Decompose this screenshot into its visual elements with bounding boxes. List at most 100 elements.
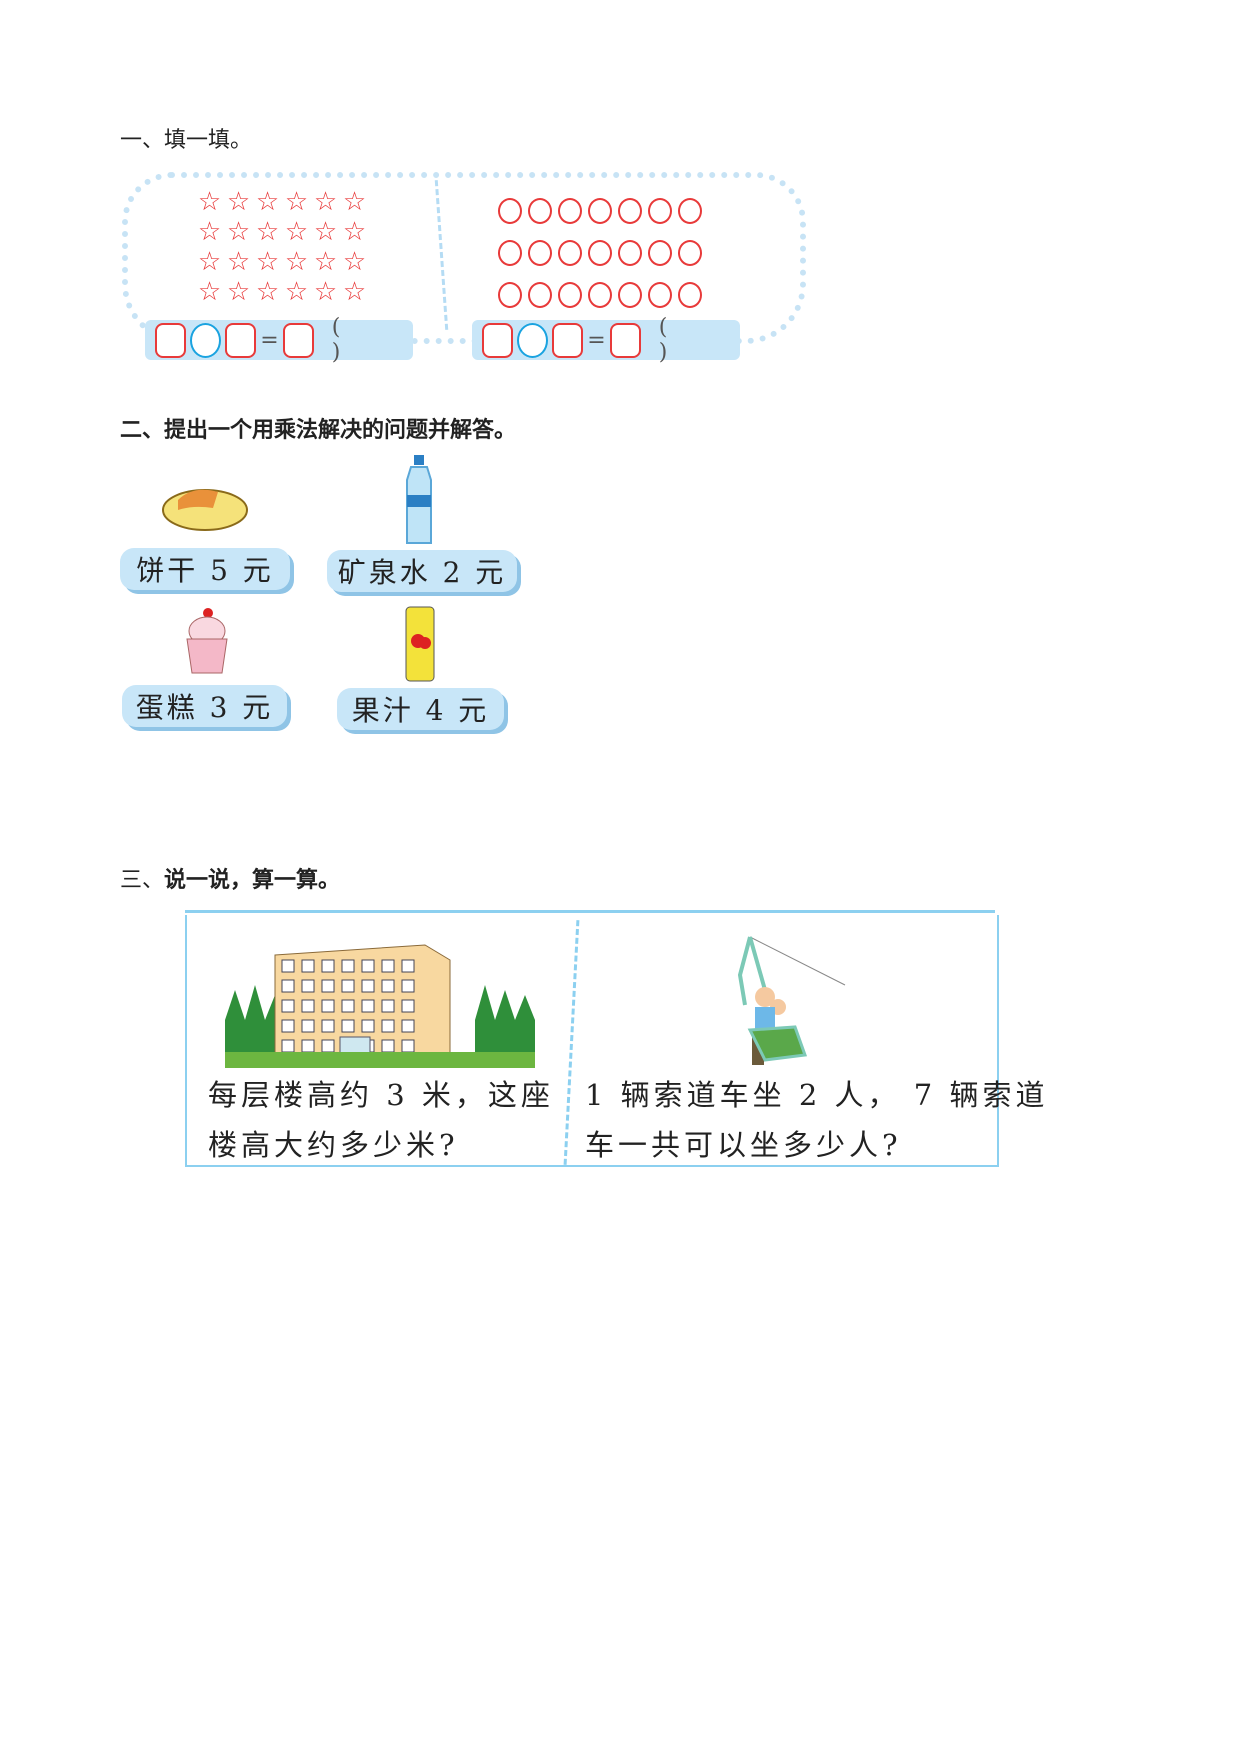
window xyxy=(401,979,415,993)
circle-icon xyxy=(498,240,522,266)
answer-box[interactable] xyxy=(282,322,314,358)
circle-icon xyxy=(588,240,612,266)
answer-box[interactable] xyxy=(609,322,641,358)
window xyxy=(341,979,355,993)
question-building: 每层楼高约 3 米，这座 楼高大约多少米? xyxy=(208,1070,554,1170)
circle-icon xyxy=(648,240,672,266)
answer-box[interactable] xyxy=(225,322,257,358)
equals-sign: = xyxy=(260,327,279,353)
window xyxy=(281,1019,295,1033)
cable-car-icon xyxy=(737,936,846,1065)
window xyxy=(381,1039,395,1053)
window xyxy=(381,959,395,973)
circle-icon xyxy=(618,282,642,308)
window xyxy=(281,1039,295,1053)
equals-sign: = xyxy=(587,327,606,353)
section3-heading: 三、说一说，算一算。 xyxy=(120,862,340,894)
star-icon: ☆ xyxy=(313,277,338,307)
window xyxy=(341,959,355,973)
star-icon: ☆ xyxy=(197,277,222,307)
star-icon: ☆ xyxy=(313,247,338,277)
window xyxy=(301,1019,315,1033)
cupcake-icon xyxy=(186,608,228,674)
answer-box[interactable] xyxy=(155,322,187,358)
star-icon: ☆ xyxy=(226,187,251,217)
equation-left: = ( ) xyxy=(145,315,413,365)
circle-icon xyxy=(558,282,582,308)
window xyxy=(321,999,335,1013)
window xyxy=(301,979,315,993)
stars-group: ☆☆☆☆☆☆☆☆☆☆☆☆☆☆☆☆☆☆☆☆☆☆☆☆ xyxy=(195,187,369,307)
star-icon: ☆ xyxy=(313,187,338,217)
item-label-juice: 果汁 4 元 xyxy=(337,688,504,730)
section3-heading-text: 说一说，算一算。 xyxy=(164,868,341,893)
biscuit-icon xyxy=(162,489,248,531)
equation-right: = ( ) xyxy=(472,315,740,365)
circle-icon xyxy=(678,240,702,266)
window xyxy=(341,1019,355,1033)
circle-icon xyxy=(678,198,702,224)
section3-frame xyxy=(185,915,999,1167)
window xyxy=(361,979,375,993)
star-icon: ☆ xyxy=(255,217,280,247)
star-icon: ☆ xyxy=(284,247,309,277)
star-icon: ☆ xyxy=(342,187,367,217)
circle-icon xyxy=(498,282,522,308)
answer-box[interactable] xyxy=(482,322,514,358)
window xyxy=(381,979,395,993)
circle-icon xyxy=(558,240,582,266)
circle-icon xyxy=(528,198,552,224)
question-building-line2: 楼高大约多少米? xyxy=(208,1128,459,1162)
question-cable-car-line1: 1 辆索道车坐 2 人， 7 辆索道 xyxy=(585,1078,1049,1112)
answer-box[interactable] xyxy=(552,322,584,358)
star-icon: ☆ xyxy=(255,187,280,217)
operator-circle[interactable] xyxy=(190,322,222,358)
window xyxy=(281,999,295,1013)
window xyxy=(361,959,375,973)
window xyxy=(321,979,335,993)
star-icon: ☆ xyxy=(226,217,251,247)
section3-heading-prefix: 三、 xyxy=(120,868,165,893)
circle-icon xyxy=(528,240,552,266)
window xyxy=(281,959,295,973)
unit-blank[interactable]: ( ) xyxy=(331,315,363,365)
item-label-water: 矿泉水 2 元 xyxy=(327,550,517,592)
item-label-cake: 蛋糕 3 元 xyxy=(122,685,287,727)
circles-group xyxy=(494,193,704,313)
star-icon: ☆ xyxy=(226,247,251,277)
circle-icon xyxy=(558,198,582,224)
question-cable-car: 1 辆索道车坐 2 人， 7 辆索道 车一共可以坐多少人? xyxy=(585,1070,1048,1170)
question-cable-car-line2: 车一共可以坐多少人? xyxy=(585,1128,902,1162)
window xyxy=(361,999,375,1013)
circle-icon xyxy=(648,198,672,224)
section2-heading: 二、提出一个用乘法解决的问题并解答。 xyxy=(120,412,516,444)
operator-circle[interactable] xyxy=(517,322,549,358)
circle-icon xyxy=(678,282,702,308)
star-icon: ☆ xyxy=(255,277,280,307)
star-icon: ☆ xyxy=(226,277,251,307)
circle-icon xyxy=(498,198,522,224)
circle-icon xyxy=(588,282,612,308)
window xyxy=(401,1019,415,1033)
star-icon: ☆ xyxy=(342,217,367,247)
window xyxy=(281,979,295,993)
star-icon: ☆ xyxy=(342,277,367,307)
star-icon: ☆ xyxy=(284,277,309,307)
star-icon: ☆ xyxy=(284,187,309,217)
section1-heading: 一、填一填。 xyxy=(120,128,253,153)
water-bottle-icon xyxy=(406,455,432,544)
star-icon: ☆ xyxy=(284,217,309,247)
question-building-line1: 每层楼高约 3 米，这座 xyxy=(208,1078,554,1112)
window xyxy=(381,1019,395,1033)
circle-icon xyxy=(648,282,672,308)
section2-heading-text: 二、提出一个用乘法解决的问题并解答。 xyxy=(120,418,517,443)
window xyxy=(401,999,415,1013)
circle-icon xyxy=(618,198,642,224)
item-label-biscuit: 饼干 5 元 xyxy=(120,548,290,590)
unit-blank[interactable]: ( ) xyxy=(658,315,690,365)
star-icon: ☆ xyxy=(313,217,338,247)
star-icon: ☆ xyxy=(255,247,280,277)
section1-frame xyxy=(122,172,806,344)
circle-icon xyxy=(588,198,612,224)
